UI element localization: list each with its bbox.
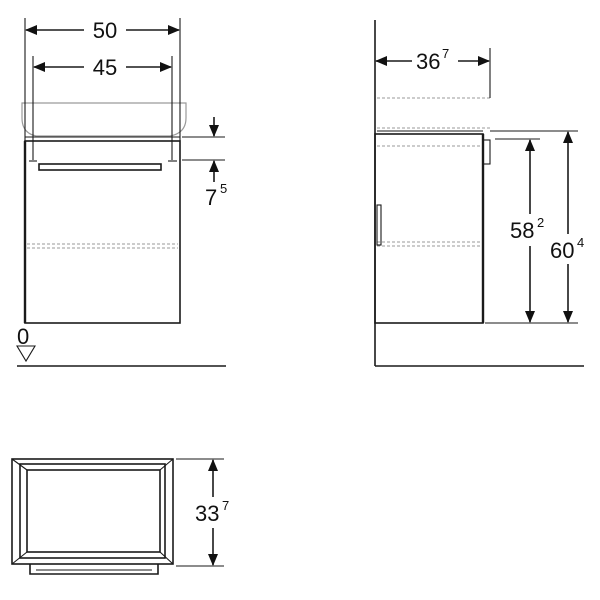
body-height-label: 58 <box>510 218 534 243</box>
total-height-superscript: 4 <box>577 235 584 250</box>
top-view-corner-bl <box>11 551 28 565</box>
overall-width-label: 50 <box>93 18 117 43</box>
washbasin-outline <box>21 102 187 137</box>
top-view-outer <box>11 458 174 565</box>
top-view: 33 7 <box>11 458 229 575</box>
top-view-front-panel <box>29 564 159 575</box>
top-depth-label: 33 <box>195 501 219 526</box>
top-view-corner-tr <box>159 458 174 471</box>
side-depth-label: 36 <box>416 49 440 74</box>
front-view: 50 45 7 5 0 <box>16 18 227 367</box>
cabinet-body-front <box>24 140 181 324</box>
inner-width-label: 45 <box>93 55 117 80</box>
handle-side <box>482 139 491 165</box>
floor-reference-label: 0 <box>17 324 29 349</box>
floor-reference-triangle <box>16 345 36 363</box>
top-view-corner-br <box>159 551 174 565</box>
top-view-corner-tl <box>11 458 28 471</box>
top-view-inner-basin <box>26 469 161 553</box>
top-view-inner <box>19 463 166 559</box>
total-height-label: 60 <box>550 238 574 263</box>
drawer-handle <box>38 163 162 171</box>
handle-offset-label: 7 <box>205 185 217 210</box>
side-depth-superscript: 7 <box>442 46 449 61</box>
cabinet-body-side <box>374 133 484 324</box>
top-depth-superscript: 7 <box>222 498 229 513</box>
handle-offset-superscript: 5 <box>220 181 227 196</box>
body-height-superscript: 2 <box>537 215 544 230</box>
side-view: 36 7 58 2 60 4 <box>374 20 584 367</box>
side-hinge-mark <box>376 204 382 246</box>
